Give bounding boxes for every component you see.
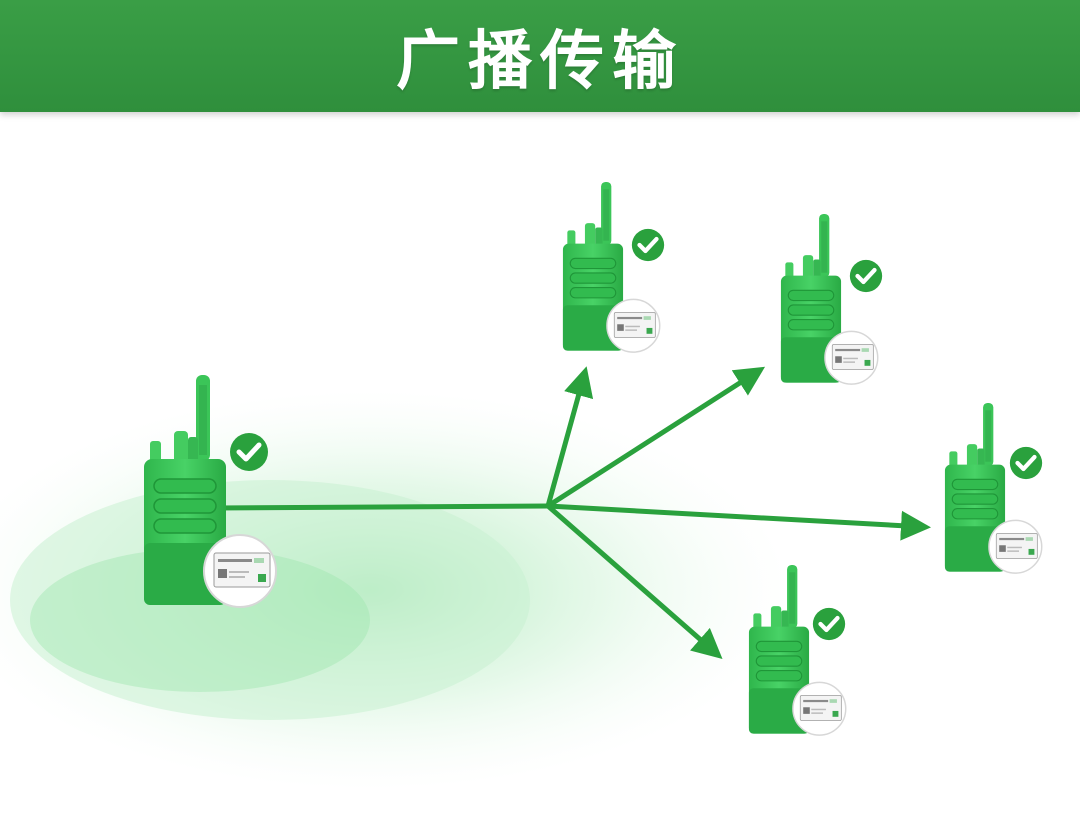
check-circle-icon <box>1010 447 1042 479</box>
signal-ripple-mid <box>10 480 530 720</box>
check-circle-icon <box>632 229 664 261</box>
walkie-talkie-icon <box>780 214 879 385</box>
walkie-talkie-icon <box>944 403 1043 574</box>
arrow-icon <box>212 503 551 511</box>
header-banner: 广播传输 <box>0 0 1080 112</box>
arrow-icon <box>545 366 594 509</box>
walkie-talkie-icon <box>562 182 661 353</box>
check-circle-icon <box>230 433 268 471</box>
signal-ripple-inner <box>30 548 370 692</box>
arrow-icon <box>545 366 766 509</box>
broadcast-arrows <box>212 366 931 659</box>
arrow-icon <box>545 503 931 541</box>
check-circle-icon <box>813 608 845 640</box>
arrow-icon <box>545 503 723 659</box>
check-circle-icon <box>850 260 882 292</box>
page-title: 广播传输 <box>396 25 684 99</box>
